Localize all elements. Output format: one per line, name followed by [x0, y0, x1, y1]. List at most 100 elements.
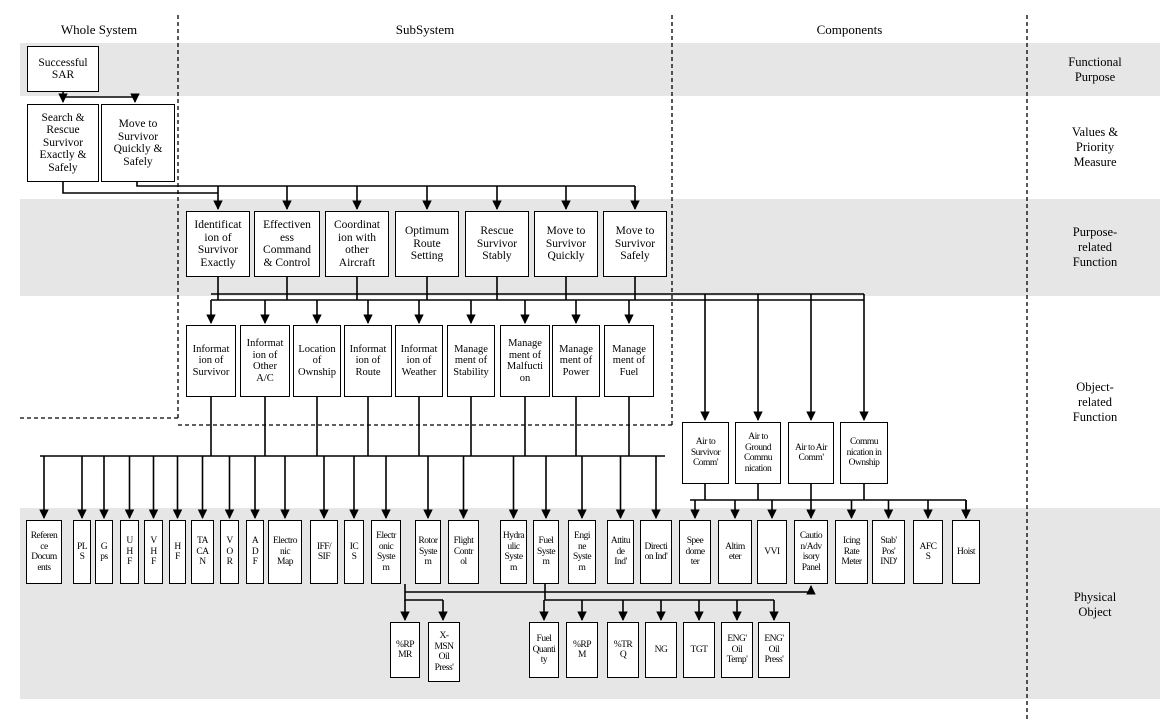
level-physical-object: Physical Object [1073, 590, 1117, 619]
physical-object-label: PL S [76, 541, 88, 563]
node-mgmt-malfunction: Manage ment of Malfucti on [500, 325, 550, 397]
physical-object-box: Directi on Ind' [640, 520, 672, 584]
node-location-ownship: Location of Ownship [293, 325, 341, 397]
physical-object-box: Stab' Pos' IND' [872, 520, 905, 584]
node-air-to-ground: Air to Ground Commu nication [735, 422, 781, 484]
physical-object-label: Flight Contr ol [453, 536, 474, 568]
node-coordination-aircraft: Coordinat ion with other Aircraft [325, 211, 389, 277]
node-info-weather: Informat ion of Weather [395, 325, 443, 397]
node-search-rescue-exactly: Search & Rescue Survivor Exactly & Safel… [27, 104, 99, 182]
node-move-safely: Move to Survivor Safely [603, 211, 667, 277]
sub-component-box: TGT [683, 622, 715, 678]
node-mgmt-power: Manage ment of Power [552, 325, 600, 397]
physical-object-label: Fuel Syste m [536, 536, 556, 568]
physical-object-label: Altim eter [725, 541, 745, 563]
physical-object-box: AFC S [913, 520, 943, 584]
physical-object-box: TA CA N [191, 520, 214, 584]
physical-object-label: G ps [100, 541, 108, 563]
physical-object-label: Electro nic Map [273, 536, 297, 568]
physical-object-label: Rotor Syste m [418, 536, 438, 568]
physical-object-box: Cautio n/Adv isory Panel [794, 520, 828, 584]
physical-object-label: A D F [251, 536, 259, 568]
physical-object-label: U H F [126, 536, 133, 568]
physical-object-label: Hoist [956, 546, 976, 557]
physical-object-label: Cautio n/Adv isory Panel [799, 531, 823, 573]
physical-object-label: Referen ce Docum ents [30, 531, 58, 573]
connector-line [62, 182, 218, 194]
physical-object-label: Electr onic Syste m [376, 531, 396, 573]
level-values-priority: Values & Priority Measure [1071, 125, 1119, 169]
physical-object-label: VVI [764, 546, 780, 557]
physical-object-box: Attitu de Ind' [607, 520, 634, 584]
physical-object-label: IC S [349, 541, 359, 563]
node-optimum-route: Optimum Route Setting [395, 211, 459, 277]
node-effectiveness-command: Effectiven ess Command & Control [254, 211, 320, 277]
level-functional-purpose: Functional Purpose [1068, 54, 1122, 84]
physical-object-label: Stab' Pos' IND' [880, 536, 897, 568]
node-mgmt-stability: Manage ment of Stability [447, 325, 495, 397]
node-move-quickly-safely: Move to Survivor Quickly & Safely [101, 104, 175, 182]
physical-object-label: IFF/ SIF [316, 541, 332, 563]
sub-component-label: X- MSN Oil Press' [434, 631, 454, 673]
sub-component-box: %RP MR [390, 622, 420, 678]
node-move-quickly: Move to Survivor Quickly [534, 211, 598, 277]
physical-object-box: V O R [220, 520, 239, 584]
node-air-to-survivor: Air to Survivor Comm' [682, 422, 729, 484]
physical-object-box: Engi ne Syste m [568, 520, 596, 584]
physical-object-box: VVI [757, 520, 787, 584]
node-info-route: Informat ion of Route [344, 325, 392, 397]
column-whole-system: Whole System [60, 22, 138, 37]
connector-line [544, 584, 774, 601]
physical-object-box: A D F [246, 520, 264, 584]
physical-object-label: H F [174, 541, 181, 563]
sub-component-label: ENG' Oil Temp' [726, 634, 748, 666]
physical-object-box: Hoist [952, 520, 980, 584]
physical-object-label: Hydra ulic Syste m [502, 531, 525, 573]
physical-object-box: Altim eter [718, 520, 752, 584]
physical-object-box: G ps [95, 520, 113, 584]
column-subsystem: SubSystem [395, 22, 455, 37]
physical-object-box: Rotor Syste m [415, 520, 441, 584]
level-purpose-related: Purpose- related Function [1072, 225, 1118, 269]
physical-object-box: IC S [344, 520, 364, 584]
node-comm-ownship: Commu nication in Ownship [840, 422, 888, 484]
physical-object-box: U H F [120, 520, 139, 584]
sub-component-box: NG [645, 622, 677, 678]
physical-object-box: Icing Rate Meter [835, 520, 868, 584]
node-info-other-ac: Informat ion of Other A/C [240, 325, 290, 397]
sub-component-box: %RP M [566, 622, 598, 678]
connector-line [63, 93, 140, 103]
physical-object-box: IFF/ SIF [310, 520, 338, 584]
physical-object-label: TA CA N [196, 536, 209, 568]
sub-component-label: %RP MR [395, 639, 415, 661]
level-object-related: Object- related Function [1072, 380, 1118, 424]
sub-component-box: ENG' Oil Press' [758, 622, 790, 678]
physical-object-box: Spee dome ter [679, 520, 711, 584]
separator-lines [20, 15, 1028, 719]
sub-component-box: %TR Q [607, 622, 639, 678]
physical-object-box: H F [169, 520, 186, 584]
sub-component-label: TGT [690, 644, 708, 655]
physical-object-box: Electro nic Map [268, 520, 302, 584]
sub-component-label: NG [654, 644, 668, 655]
sub-component-label: %TR Q [613, 639, 633, 661]
node-info-survivor: Informat ion of Survivor [186, 325, 236, 397]
node-identification-of-survivor: Identificat ion of Survivor Exactly [186, 211, 250, 277]
column-components: Components [816, 22, 883, 37]
physical-object-box: Fuel Syste m [533, 520, 559, 584]
sub-component-box: Fuel Quanti ty [529, 622, 559, 678]
physical-object-label: V H F [150, 536, 157, 568]
physical-object-label: AFC S [919, 541, 937, 563]
node-rescue-stably: Rescue Survivor Stably [465, 211, 529, 277]
physical-object-label: V O R [226, 536, 233, 568]
physical-object-box: Electr onic Syste m [371, 520, 401, 584]
node-successful-sar: Successful SAR [27, 46, 99, 92]
physical-object-label: Spee dome ter [685, 536, 705, 568]
sub-component-box: ENG' Oil Temp' [721, 622, 753, 678]
connector-line [136, 182, 635, 187]
physical-object-label: Attitu de Ind' [610, 536, 631, 568]
sub-component-label: Fuel Quanti ty [532, 634, 556, 666]
node-mgmt-fuel: Manage ment of Fuel [604, 325, 654, 397]
